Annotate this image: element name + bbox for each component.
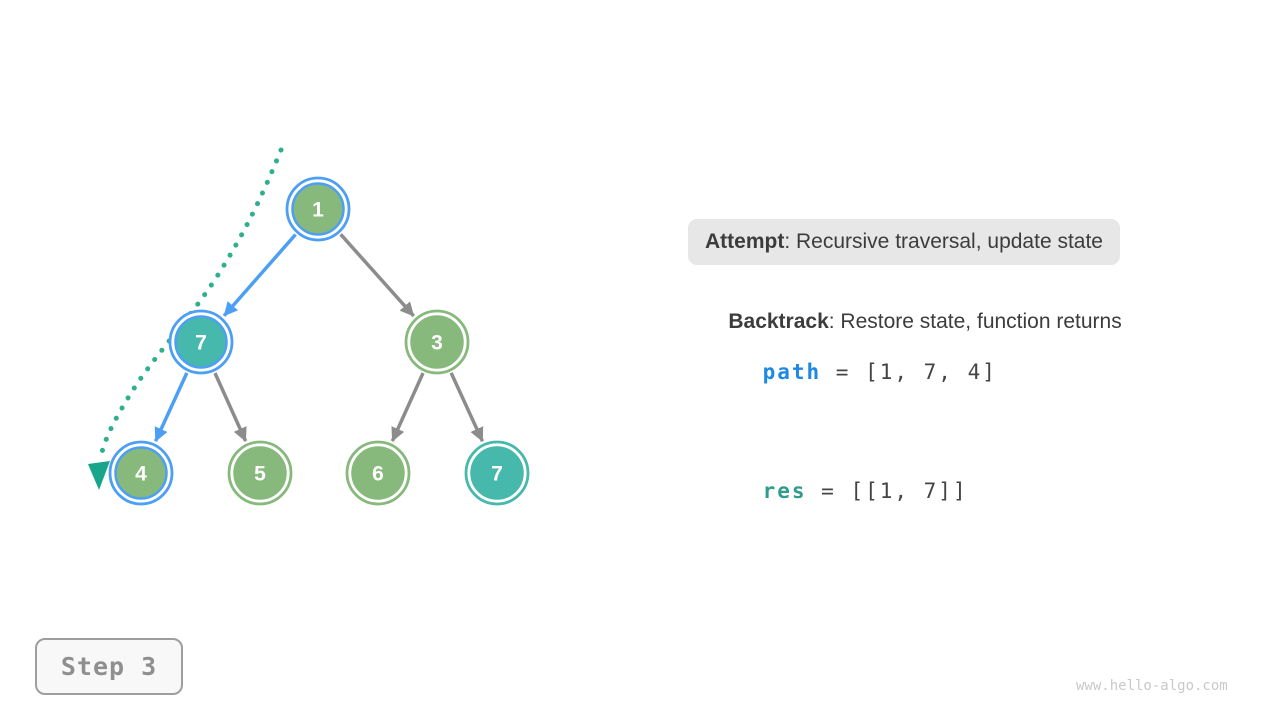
tree-node-circle bbox=[291, 182, 345, 236]
tree-node-circle bbox=[233, 446, 287, 500]
tree-edge-1-3 bbox=[339, 233, 415, 318]
tree-node-1: 1 bbox=[285, 176, 351, 242]
tree-node-label: 6 bbox=[372, 463, 384, 486]
binary-tree-diagram: 1 7 3 4 5 6 7 bbox=[88, 147, 530, 506]
tree-node-circle bbox=[351, 446, 405, 500]
tree-node-label: 1 bbox=[312, 199, 324, 222]
res-value: = [[1, 7]] bbox=[806, 479, 968, 503]
tree-edge-3-6 bbox=[390, 372, 425, 442]
res-state-line: res = [[1, 7]] bbox=[704, 451, 968, 532]
tree-edge-1-7 bbox=[222, 233, 297, 317]
tree-node-circle bbox=[410, 315, 464, 369]
tree-node-4: 4 bbox=[108, 440, 174, 506]
traversal-arrowhead-icon bbox=[88, 461, 110, 490]
backtrack-label: Backtrack bbox=[728, 310, 829, 333]
path-state-line: path = [1, 7, 4] bbox=[704, 332, 997, 413]
tree-node-label: 4 bbox=[135, 463, 147, 486]
tree-node-label: 3 bbox=[431, 332, 443, 355]
tree-edge-7-5 bbox=[213, 372, 248, 442]
tree-node-7: 7 bbox=[464, 440, 530, 506]
tree-node-label: 5 bbox=[254, 463, 266, 486]
tree-node-circle bbox=[174, 315, 228, 369]
backtrack-legend: Backtrack: Restore state, function retur… bbox=[705, 281, 1122, 362]
tree-node-label: 7 bbox=[491, 463, 503, 486]
backtrack-text: : Restore state, function returns bbox=[828, 310, 1122, 333]
res-variable: res bbox=[762, 479, 807, 503]
tree-edge-3-7 bbox=[449, 372, 485, 442]
path-variable: path bbox=[762, 360, 822, 384]
tree-edge-7-4 bbox=[153, 372, 189, 442]
tree-node-7: 7 bbox=[168, 309, 234, 375]
tree-node-circle bbox=[470, 446, 524, 500]
attempt-text: : Recursive traversal, update state bbox=[784, 230, 1103, 253]
watermark: www.hello-algo.com bbox=[1076, 678, 1228, 694]
step-indicator: Step 3 bbox=[35, 638, 183, 695]
tree-node-6: 6 bbox=[345, 440, 411, 506]
tree-node-3: 3 bbox=[404, 309, 470, 375]
tree-node-circle bbox=[114, 446, 168, 500]
tree-node-label: 7 bbox=[195, 332, 207, 355]
tree-node-5: 5 bbox=[227, 440, 293, 506]
path-value: = [1, 7, 4] bbox=[821, 360, 997, 384]
attempt-legend: Attempt: Recursive traversal, update sta… bbox=[688, 219, 1120, 265]
traversal-dotted-path bbox=[99, 147, 284, 455]
attempt-label: Attempt bbox=[705, 230, 785, 253]
step-indicator-label: Step 3 bbox=[60, 652, 158, 681]
